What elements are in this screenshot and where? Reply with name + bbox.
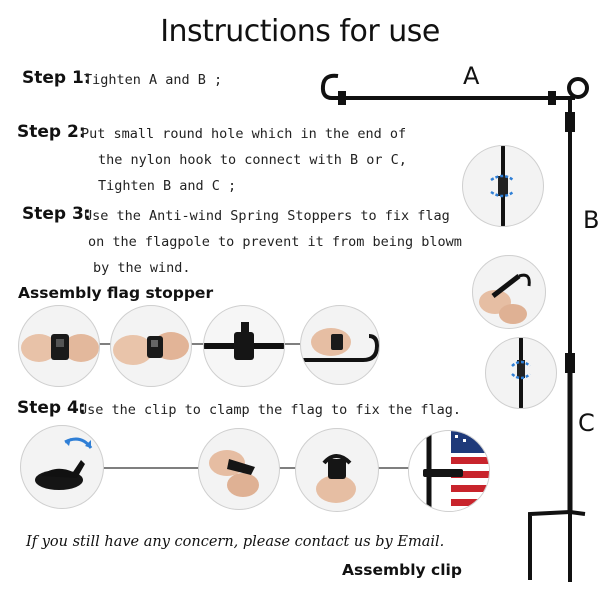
step-2-line-2: the nylon hook to connect with B or C, [98, 152, 407, 168]
pole-label-a: A [463, 62, 480, 90]
clip-photo-1 [20, 425, 104, 509]
assembly-stopper-heading: Assembly flag stopper [18, 284, 214, 302]
page-title: Instructions for use [160, 14, 440, 49]
stopper-on-pole-photo [203, 305, 285, 387]
clip-photo-3 [295, 428, 379, 512]
assembly-clip-heading: Assembly clip [342, 561, 462, 579]
pole-joint-photo-1 [462, 145, 544, 227]
step-3-line-3: by the wind. [93, 260, 191, 276]
clip-on-flag-photo [408, 430, 490, 512]
stopper-hook-photo [300, 305, 380, 385]
step-4-text: Use the clip to clamp the flag to fix th… [79, 402, 462, 418]
step-1-text: Tighten A and B ; [84, 72, 223, 88]
concern-text: If you still have any concern, please co… [26, 534, 445, 550]
step-2-line-1: Put small round hole which in the end of [81, 126, 407, 142]
hook-connect-photo [472, 255, 546, 329]
step-3-line-1: Use the Anti-wind Spring Stoppers to fix… [84, 208, 450, 224]
stopper-photo-2 [110, 305, 192, 387]
step-3-line-2: on the flagpole to prevent it from being… [88, 234, 462, 250]
pole-joint-photo-2 [485, 337, 557, 409]
step-4-label: Step 4: [17, 398, 86, 418]
step-2-line-3: Tighten B and C ; [98, 178, 237, 194]
pole-label-b: B [583, 206, 600, 234]
step-3-label: Step 3: [22, 204, 91, 224]
clip-photo-2 [198, 428, 280, 510]
step-2-label: Step 2: [17, 122, 86, 142]
step-1-label: Step 1: [22, 68, 91, 88]
stopper-photo-1 [18, 305, 100, 387]
pole-label-c: C [578, 409, 595, 437]
